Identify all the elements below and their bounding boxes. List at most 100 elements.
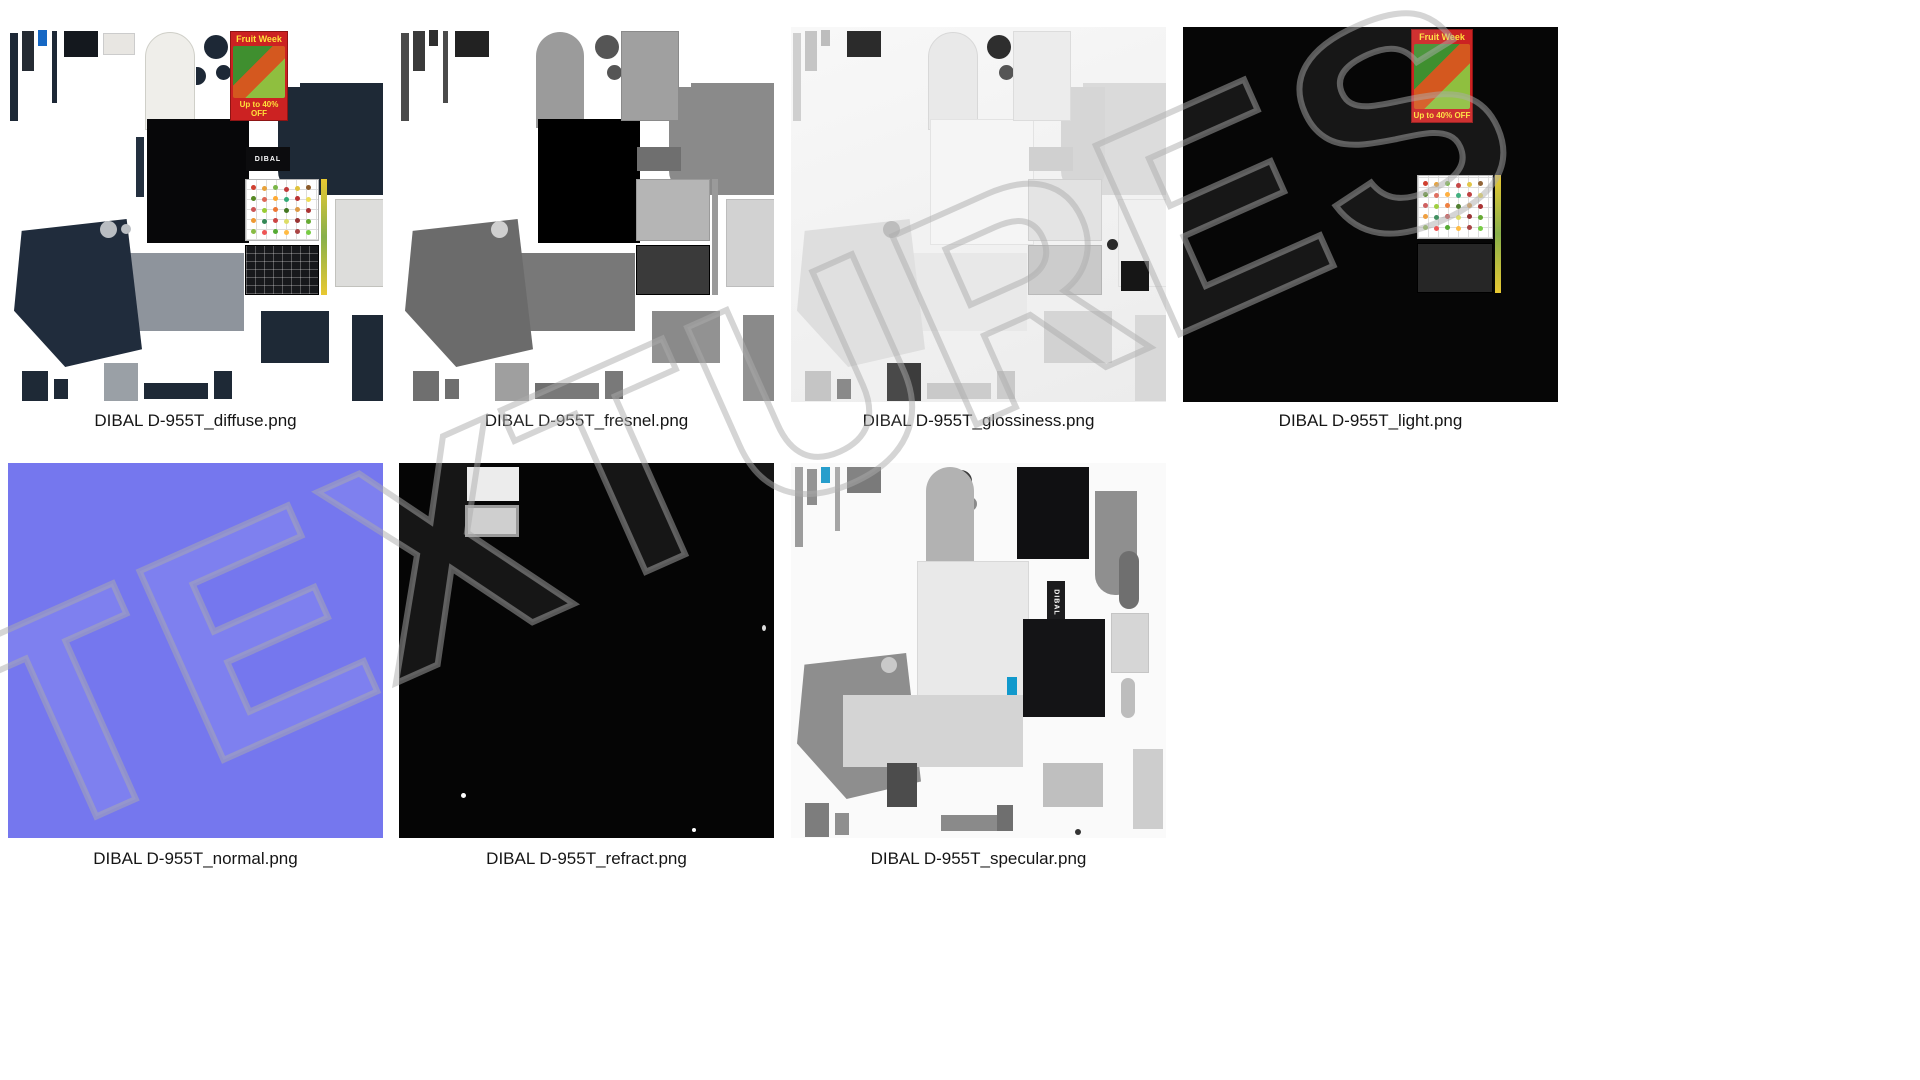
texture-thumbnail-diffuse[interactable]: Fruit Week Up to 40% OFF DIBAL [8, 27, 383, 402]
atlas-shape [1044, 311, 1112, 363]
atlas-shape [10, 33, 18, 121]
atlas-shape [121, 224, 131, 234]
atlas-shape [214, 371, 232, 399]
atlas-shape [835, 467, 840, 531]
atlas-shape [821, 30, 830, 46]
atlas-shape [1119, 551, 1139, 609]
promo-label: Fruit Week Up to 40% OFF [1411, 29, 1473, 123]
atlas-shape [401, 33, 409, 121]
atlas-shape [821, 467, 830, 483]
atlas-shape [22, 31, 34, 71]
atlas-shape [883, 221, 900, 238]
atlas-shape [793, 33, 801, 121]
atlas-shape [352, 315, 383, 401]
atlas-shape [467, 467, 519, 501]
atlas-shape [321, 179, 327, 295]
atlas-shape [538, 119, 640, 243]
atlas-shape [997, 371, 1015, 399]
promo-label: Fruit Week Up to 40% OFF [230, 31, 288, 121]
atlas-shape [605, 371, 623, 399]
texture-thumbnail-refract[interactable] [399, 463, 774, 838]
atlas-shape [443, 31, 448, 103]
texture-thumbnail-specular[interactable]: DIBAL [791, 463, 1166, 838]
keypad-grid [1417, 243, 1493, 293]
promo-title: Fruit Week [1419, 32, 1465, 42]
atlas-shape [1007, 677, 1017, 697]
atlas-shape [1135, 315, 1166, 401]
promo-offer: Up to 40% OFF [1413, 111, 1471, 120]
atlas-shape [413, 371, 439, 401]
atlas-shape [1043, 763, 1103, 807]
promo-offer: Up to 40% OFF [239, 100, 279, 118]
atlas-shape [1111, 613, 1149, 673]
atlas-shape [104, 363, 138, 401]
texture-thumbnail-light[interactable]: Fruit Week Up to 40% OFF [1183, 27, 1558, 402]
atlas-shape [692, 828, 696, 832]
atlas-shape [196, 67, 206, 85]
atlas-shape [261, 311, 329, 363]
promo-title: Fruit Week [236, 34, 282, 44]
atlas-shape [1017, 467, 1089, 559]
atlas-shape [204, 35, 228, 59]
texture-filename-diffuse: DIBAL D-955T_diffuse.png [94, 411, 297, 430]
atlas-shape [52, 31, 57, 103]
atlas-shape [847, 467, 881, 493]
atlas-shape [930, 119, 1034, 245]
atlas-shape [887, 763, 917, 807]
atlas-shape [637, 147, 681, 171]
brand-chip: DIBAL [1047, 581, 1065, 623]
atlas-shape [941, 815, 997, 831]
atlas-shape [743, 315, 774, 401]
atlas-shape [807, 469, 817, 505]
atlas-shape [64, 31, 98, 57]
atlas-shape [843, 695, 1023, 767]
atlas-shape [54, 379, 68, 399]
texture-thumbnail-normal[interactable] [8, 463, 383, 838]
atlas-shape [987, 35, 1011, 59]
texture-filename-specular: DIBAL D-955T_specular.png [870, 849, 1087, 868]
atlas-shape [461, 793, 466, 798]
atlas-shape [726, 199, 774, 287]
atlas-shape [535, 383, 599, 399]
atlas-shape [455, 31, 489, 57]
atlas-shape [495, 363, 529, 401]
promo-image [1414, 44, 1470, 109]
atlas-shape [445, 379, 459, 399]
atlas-shape [621, 31, 679, 121]
texture-filename-fresnel: DIBAL D-955T_fresnel.png [484, 411, 689, 430]
atlas-shape [805, 371, 831, 401]
atlas-shape [887, 363, 921, 401]
atlas-shape [1121, 261, 1149, 291]
atlas-shape [1121, 678, 1135, 718]
keypad-grid [636, 245, 710, 295]
atlas-shape [636, 179, 710, 241]
atlas-shape [847, 31, 881, 57]
atlas-shape [926, 467, 974, 561]
atlas-shape [652, 311, 720, 363]
atlas-shape [999, 65, 1014, 80]
atlas-shape [429, 30, 438, 46]
atlas-shape [1023, 619, 1105, 717]
texture-thumbnail-fresnel[interactable] [399, 27, 774, 402]
plu-icons [251, 185, 256, 190]
promo-image [233, 46, 285, 98]
atlas-shape [145, 32, 195, 130]
brand-chip: DIBAL [246, 147, 290, 171]
texture-thumbnail-glossiness[interactable] [791, 27, 1166, 402]
atlas-shape [14, 219, 142, 367]
atlas-shape [22, 371, 48, 401]
atlas-shape [1028, 245, 1102, 295]
atlas-shape [927, 383, 991, 399]
atlas-shape [147, 119, 249, 243]
atlas-shape [607, 65, 622, 80]
atlas-shape [762, 625, 766, 631]
atlas-shape [797, 219, 925, 367]
atlas-shape [837, 379, 851, 399]
atlas-shape [103, 33, 135, 55]
atlas-shape [1075, 829, 1081, 835]
atlas-shape [805, 31, 817, 71]
atlas-shape [491, 221, 508, 238]
atlas-shape [1495, 175, 1501, 293]
atlas-shape [100, 221, 117, 238]
